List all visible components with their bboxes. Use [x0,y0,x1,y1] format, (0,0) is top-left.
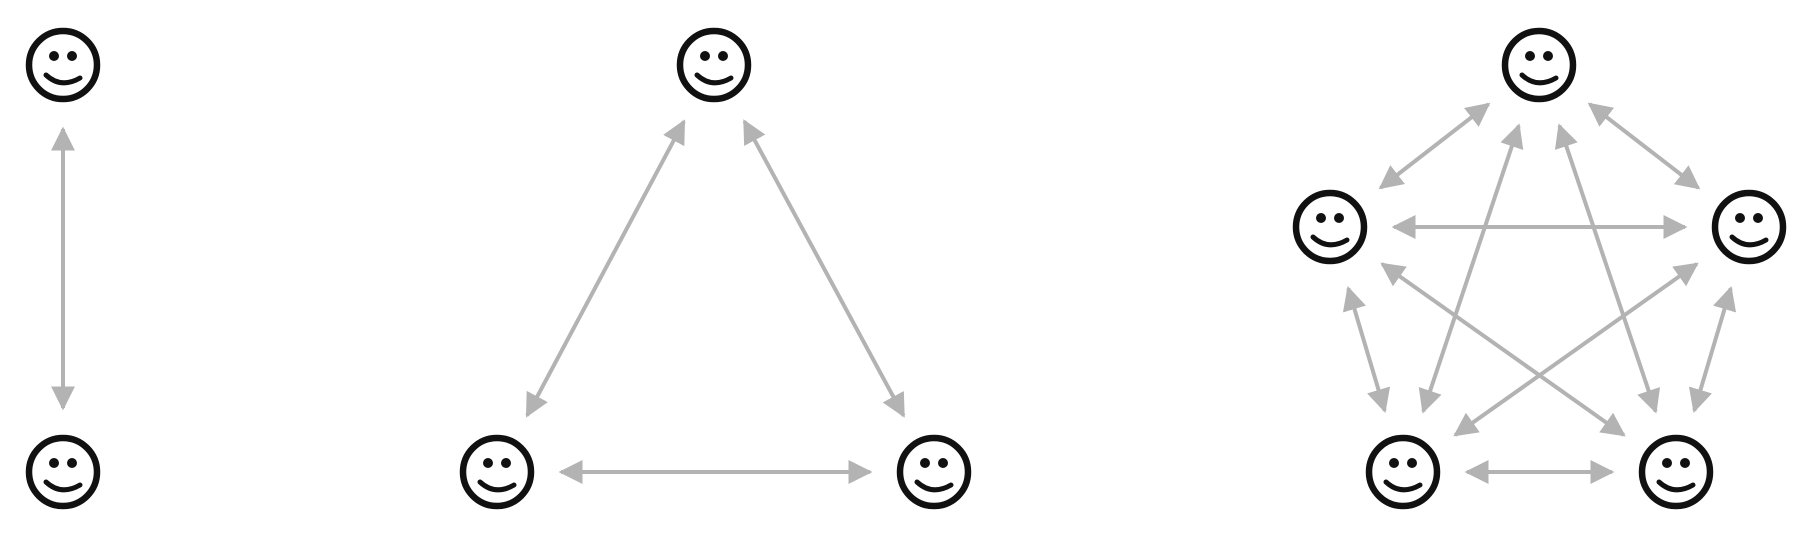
face-left-eye [483,458,493,468]
person-smiley-icon [25,27,101,103]
person-smiley-icon [25,434,101,510]
face-outline [25,27,101,103]
double-headed-arrow [1418,123,1524,414]
face-outline [25,434,101,510]
face-outline [1711,189,1787,265]
face-smile [694,72,734,86]
face-right-eye [1680,458,1690,468]
face-left-eye [1525,51,1535,61]
face-right-eye [718,51,728,61]
face-right-eye [1753,213,1763,223]
face-right-eye [67,51,77,61]
face-outline [1501,27,1577,103]
face-right-eye [938,458,948,468]
face-smile [43,72,83,86]
person-smiley-icon [1365,434,1441,510]
face-outline [1638,434,1714,510]
face-smile [1656,479,1696,493]
person-smiley-icon [676,27,752,103]
face-smile [1519,72,1559,86]
face-left-eye [1389,458,1399,468]
face-left-eye [920,458,930,468]
face-left-eye [1316,213,1326,223]
face-right-eye [1334,213,1344,223]
double-headed-arrow [1453,262,1699,437]
double-headed-arrow [1342,286,1391,413]
double-headed-arrow [1380,262,1626,437]
face-right-eye [67,458,77,468]
face-right-eye [1543,51,1553,61]
face-left-eye [1735,213,1745,223]
face-left-eye [49,51,59,61]
face-smile [1310,234,1350,248]
person-smiley-icon [1501,27,1577,103]
face-smile [43,479,83,493]
double-headed-arrow [742,119,906,418]
face-outline [676,27,752,103]
face-left-eye [700,51,710,61]
double-headed-arrow [1378,102,1491,190]
double-headed-arrow [1554,123,1661,414]
double-headed-arrow [1688,286,1737,413]
person-smiley-icon [896,434,972,510]
face-smile [477,479,517,493]
face-right-eye [501,458,511,468]
face-smile [914,479,954,493]
double-headed-arrow [1587,102,1701,190]
network-group-2-people [25,27,101,510]
person-smiley-icon [459,434,535,510]
double-headed-arrow [525,119,686,418]
face-outline [459,434,535,510]
face-outline [1365,434,1441,510]
face-left-eye [1662,458,1672,468]
network-group-5-people [1292,27,1787,510]
face-right-eye [1407,458,1417,468]
face-smile [1729,234,1769,248]
face-smile [1383,479,1423,493]
face-outline [896,434,972,510]
person-smiley-icon [1638,434,1714,510]
face-outline [1292,189,1368,265]
person-smiley-icon [1711,189,1787,265]
person-smiley-icon [1292,189,1368,265]
network-group-3-people [459,27,972,510]
face-left-eye [49,458,59,468]
